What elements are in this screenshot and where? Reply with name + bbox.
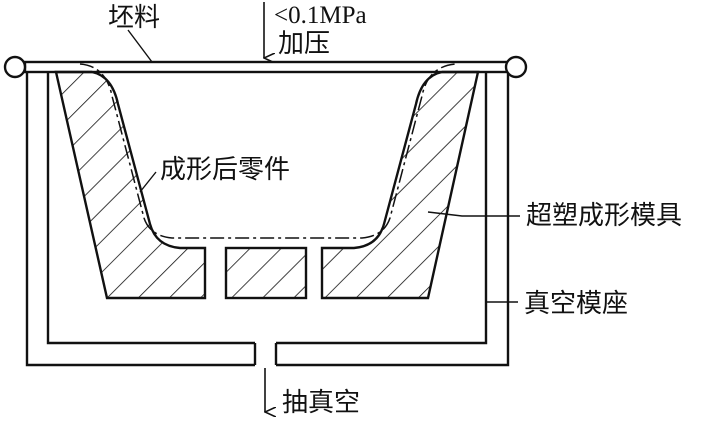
leader-blank [127,29,153,63]
label-vacuum-extraction: 抽真空 [282,388,360,418]
label-formed-part: 成形后零件 [160,155,290,185]
vacuum-base [25,72,510,367]
formed-part-contour [79,63,457,239]
label-vacuum-base: 真空模座 [524,289,628,319]
die-center-section [224,246,308,300]
labels: 坯料 <0.1MPa 加压 成形后零件 超塑成形模具 真空模座 抽真空 [108,2,682,418]
label-pressure-value: <0.1MPa [274,2,367,29]
clamp-right-icon [504,55,528,79]
forming-die [54,70,480,300]
label-blank: 坯料 [108,3,160,33]
die-left-section [54,70,207,300]
vacuum-base-inner-left [46,72,255,345]
label-pressurize: 加压 [278,29,330,59]
leader-die [427,211,520,217]
label-forming-die: 超塑成形模具 [526,201,682,231]
leader-lines [127,29,520,303]
vacuum-base-inner-right [276,72,488,345]
leader-formed-part [139,171,157,193]
clamp-left-icon [3,55,27,79]
blank-sheet [3,55,528,79]
die-right-section [320,70,480,300]
vacuum-base-outer-right [276,72,510,367]
vacuum-base-outer-left [25,72,255,367]
